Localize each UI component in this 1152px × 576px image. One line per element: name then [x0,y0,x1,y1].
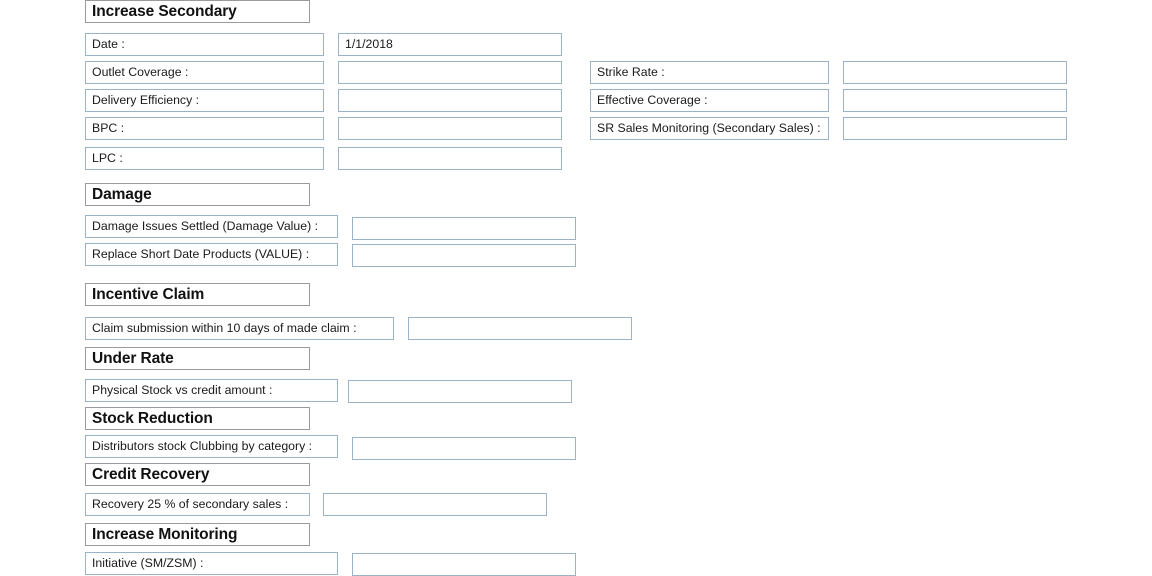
input-effective-coverage[interactable] [843,89,1067,112]
label-text: Replace Short Date Products (VALUE) : [92,246,310,261]
input-bpc[interactable] [338,117,562,140]
section-heading-increase-secondary: Increase Secondary [85,0,310,23]
input-replace-short-date-products[interactable] [352,244,576,267]
label-text: BPC : [92,120,125,135]
section-heading-credit-recovery: Credit Recovery [85,463,310,486]
input-date[interactable]: 1/1/2018 [338,33,562,56]
input-claim-submission[interactable] [408,317,632,340]
input-value: 1/1/2018 [345,36,393,51]
input-delivery-efficiency[interactable] [338,89,562,112]
section-heading-damage: Damage [85,183,310,206]
input-recovery-25-percent[interactable] [323,493,547,516]
input-strike-rate[interactable] [843,61,1067,84]
label-replace-short-date-products: Replace Short Date Products (VALUE) : [85,243,338,266]
section-heading-increase-monitoring: Increase Monitoring [85,523,310,546]
label-text: Outlet Coverage : [92,64,189,79]
label-text: Damage Issues Settled (Damage Value) : [92,218,319,233]
section-heading-text: Stock Reduction [92,409,213,427]
input-sr-sales-monitoring[interactable] [843,117,1067,140]
input-initiative-sm-zsm[interactable] [352,553,576,576]
label-outlet-coverage: Outlet Coverage : [85,61,324,84]
section-heading-incentive-claim: Incentive Claim [85,283,310,306]
section-heading-stock-reduction: Stock Reduction [85,407,310,430]
section-heading-text: Damage [92,185,152,203]
input-physical-stock-vs-credit[interactable] [348,380,572,403]
section-heading-text: Under Rate [92,349,174,367]
input-damage-issues-settled[interactable] [352,217,576,240]
input-outlet-coverage[interactable] [338,61,562,84]
label-text: Recovery 25 % of secondary sales : [92,496,289,511]
label-claim-submission: Claim submission within 10 days of made … [85,317,394,340]
label-text: Strike Rate : [597,64,665,79]
label-text: Distributors stock Clubbing by category … [92,438,313,453]
label-text: Physical Stock vs credit amount : [92,382,273,397]
section-heading-under-rate: Under Rate [85,347,310,370]
input-lpc[interactable] [338,147,562,170]
label-text: Claim submission within 10 days of made … [92,320,357,335]
label-text: Date : [92,36,125,51]
label-effective-coverage: Effective Coverage : [590,89,829,112]
label-delivery-efficiency: Delivery Efficiency : [85,89,324,112]
label-bpc: BPC : [85,117,324,140]
label-text: Initiative (SM/ZSM) : [92,555,204,570]
label-damage-issues-settled: Damage Issues Settled (Damage Value) : [85,215,338,238]
label-lpc: LPC : [85,147,324,170]
label-strike-rate: Strike Rate : [590,61,829,84]
section-heading-text: Incentive Claim [92,285,205,303]
label-text: LPC : [92,150,123,165]
label-text: Effective Coverage : [597,92,708,107]
input-distributors-stock-clubbing[interactable] [352,437,576,460]
label-recovery-25-percent: Recovery 25 % of secondary sales : [85,493,310,516]
label-initiative-sm-zsm: Initiative (SM/ZSM) : [85,552,338,575]
section-heading-text: Increase Secondary [92,2,237,20]
label-distributors-stock-clubbing: Distributors stock Clubbing by category … [85,435,338,458]
section-heading-text: Credit Recovery [92,465,210,483]
label-sr-sales-monitoring: SR Sales Monitoring (Secondary Sales) : [590,117,829,140]
label-physical-stock-vs-credit: Physical Stock vs credit amount : [85,379,338,402]
section-heading-text: Increase Monitoring [92,525,238,543]
label-text: SR Sales Monitoring (Secondary Sales) : [597,120,821,135]
label-text: Delivery Efficiency : [92,92,200,107]
label-date: Date : [85,33,324,56]
